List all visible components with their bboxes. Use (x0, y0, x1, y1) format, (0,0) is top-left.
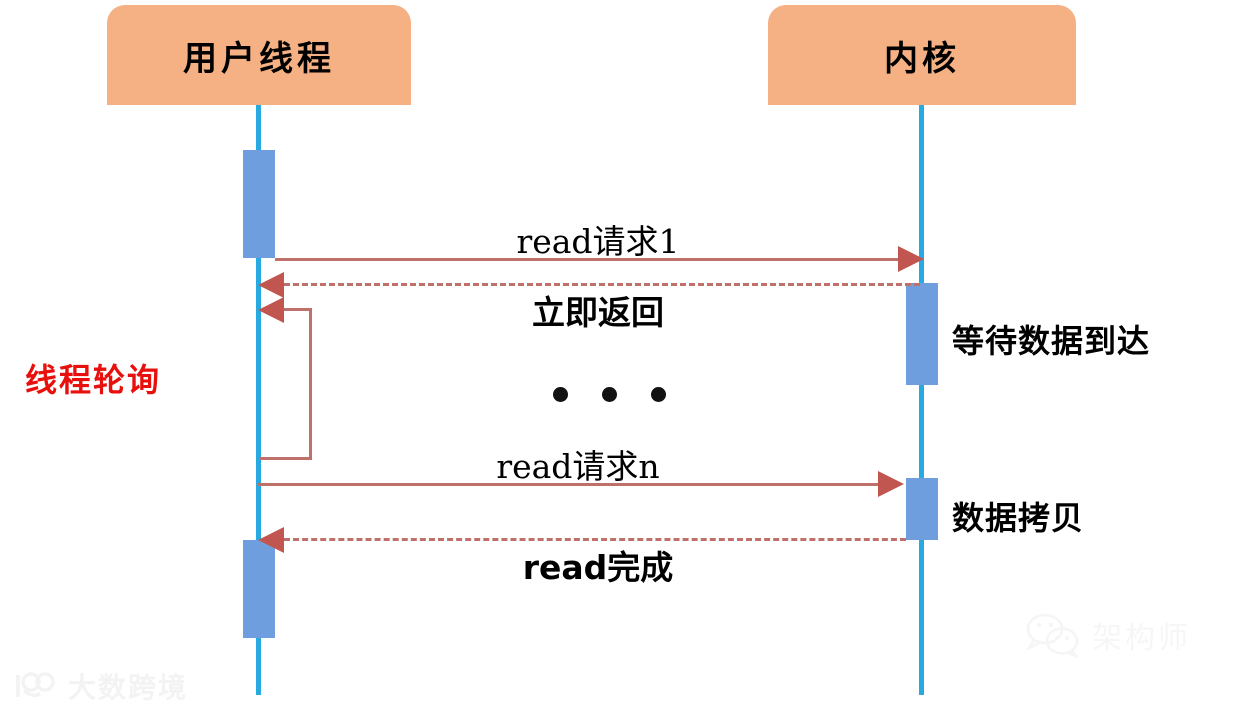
watermark-bottom-left: 大数跨境 (14, 666, 188, 704)
message-read-complete-line (284, 538, 906, 541)
message-immediate-return-arrowhead (258, 272, 284, 298)
message-read-request-1-line (275, 258, 905, 261)
ellipsis-dot-2 (602, 387, 617, 402)
polling-loop-label: 线程轮询 (25, 361, 162, 399)
message-read-complete-label: read完成 (522, 548, 674, 587)
participant-user-thread-label: 用户线程 (183, 38, 335, 79)
infinity-logo-icon (16, 672, 55, 698)
participant-user-thread[interactable]: 用户线程 (107, 5, 411, 105)
message-read-complete-arrowhead (258, 527, 284, 553)
ellipsis-dot-1 (553, 387, 568, 402)
message-read-request-n-label: read请求n (496, 447, 660, 486)
message-read-request-n-arrowhead (878, 471, 904, 497)
watermark-bottom-right-text: 架构师 (1092, 621, 1191, 656)
message-read-request-n-line (258, 483, 883, 486)
participant-kernel-label: 内核 (884, 38, 960, 79)
activation-user-thread-second (243, 540, 275, 638)
wechat-icon (1025, 613, 1079, 658)
activation-user-thread-first (243, 150, 275, 258)
activation-kernel-waiting (906, 283, 938, 385)
note-data-copy: 数据拷贝 (952, 499, 1085, 537)
polling-loop-arrowhead (258, 297, 284, 323)
watermark-bottom-left-text: 大数跨境 (68, 671, 189, 704)
polling-loop-top-segment (284, 308, 312, 311)
message-ellipsis (553, 387, 666, 402)
ellipsis-dot-3 (651, 387, 666, 402)
polling-loop-right-segment (309, 308, 312, 460)
lifeline-kernel (919, 105, 924, 695)
lifeline-user-thread (256, 105, 261, 695)
message-immediate-return-line (284, 283, 920, 286)
watermark-bottom-right: 架构师 (1024, 612, 1191, 658)
message-immediate-return-label: 立即返回 (532, 293, 664, 332)
participant-kernel[interactable]: 内核 (768, 5, 1076, 105)
note-waiting-for-data: 等待数据到达 (952, 322, 1151, 360)
activation-kernel-copy (906, 478, 938, 540)
message-read-request-1-arrowhead (898, 246, 924, 272)
message-read-request-1-label: read请求1 (516, 222, 680, 261)
polling-loop-bottom-segment (260, 457, 312, 460)
